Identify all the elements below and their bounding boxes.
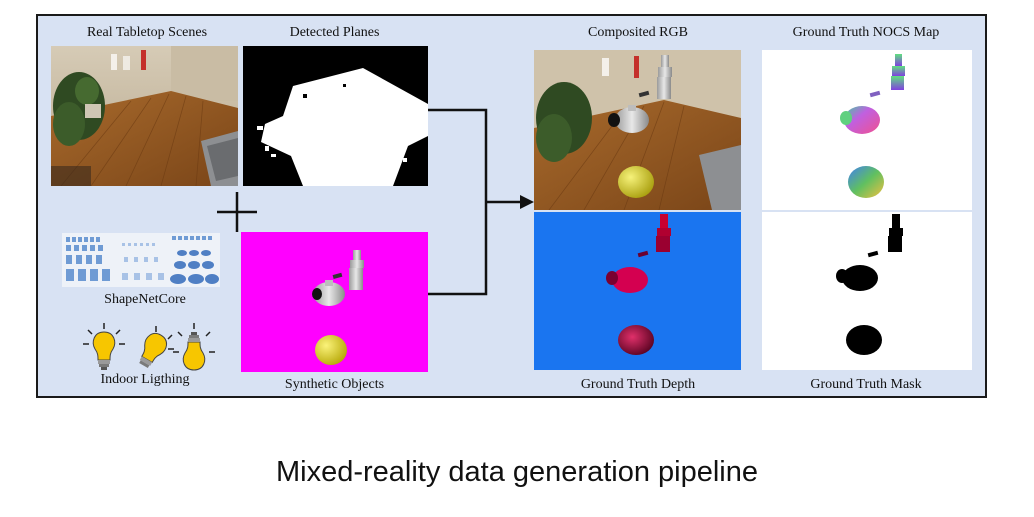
figure-caption: Mixed-reality data generation pipeline <box>275 456 758 488</box>
shapenet-image <box>62 233 220 287</box>
gt-depth-image <box>534 212 741 370</box>
label-composited-rgb: Composited RGB <box>588 25 688 40</box>
lightbulb-icon <box>82 322 126 372</box>
label-detected-planes: Detected Planes <box>289 25 380 40</box>
label-synthetic-objects: Synthetic Objects <box>284 377 385 392</box>
synthetic-objects-image <box>241 232 428 372</box>
label-gt-mask: Ground Truth Mask <box>810 377 922 392</box>
lightbulb-icon <box>172 322 216 372</box>
label-gt-nocs: Ground Truth NOCS Map <box>792 25 940 40</box>
gt-mask-image <box>762 212 972 370</box>
gt-nocs-image <box>762 50 972 210</box>
composited-rgb-image <box>534 50 741 210</box>
lightbulb-icon <box>130 325 176 373</box>
label-real-tabletop: Real Tabletop Scenes <box>86 25 208 40</box>
detected-planes-image <box>243 46 428 186</box>
plus-icon <box>215 190 259 234</box>
arrow-right-icon <box>428 96 534 308</box>
real-tabletop-image <box>51 46 238 186</box>
label-gt-depth: Ground Truth Depth <box>580 377 696 392</box>
label-shapenet: ShapeNetCore <box>104 292 186 307</box>
label-indoor-lighting: Indoor Ligthing <box>100 372 190 387</box>
